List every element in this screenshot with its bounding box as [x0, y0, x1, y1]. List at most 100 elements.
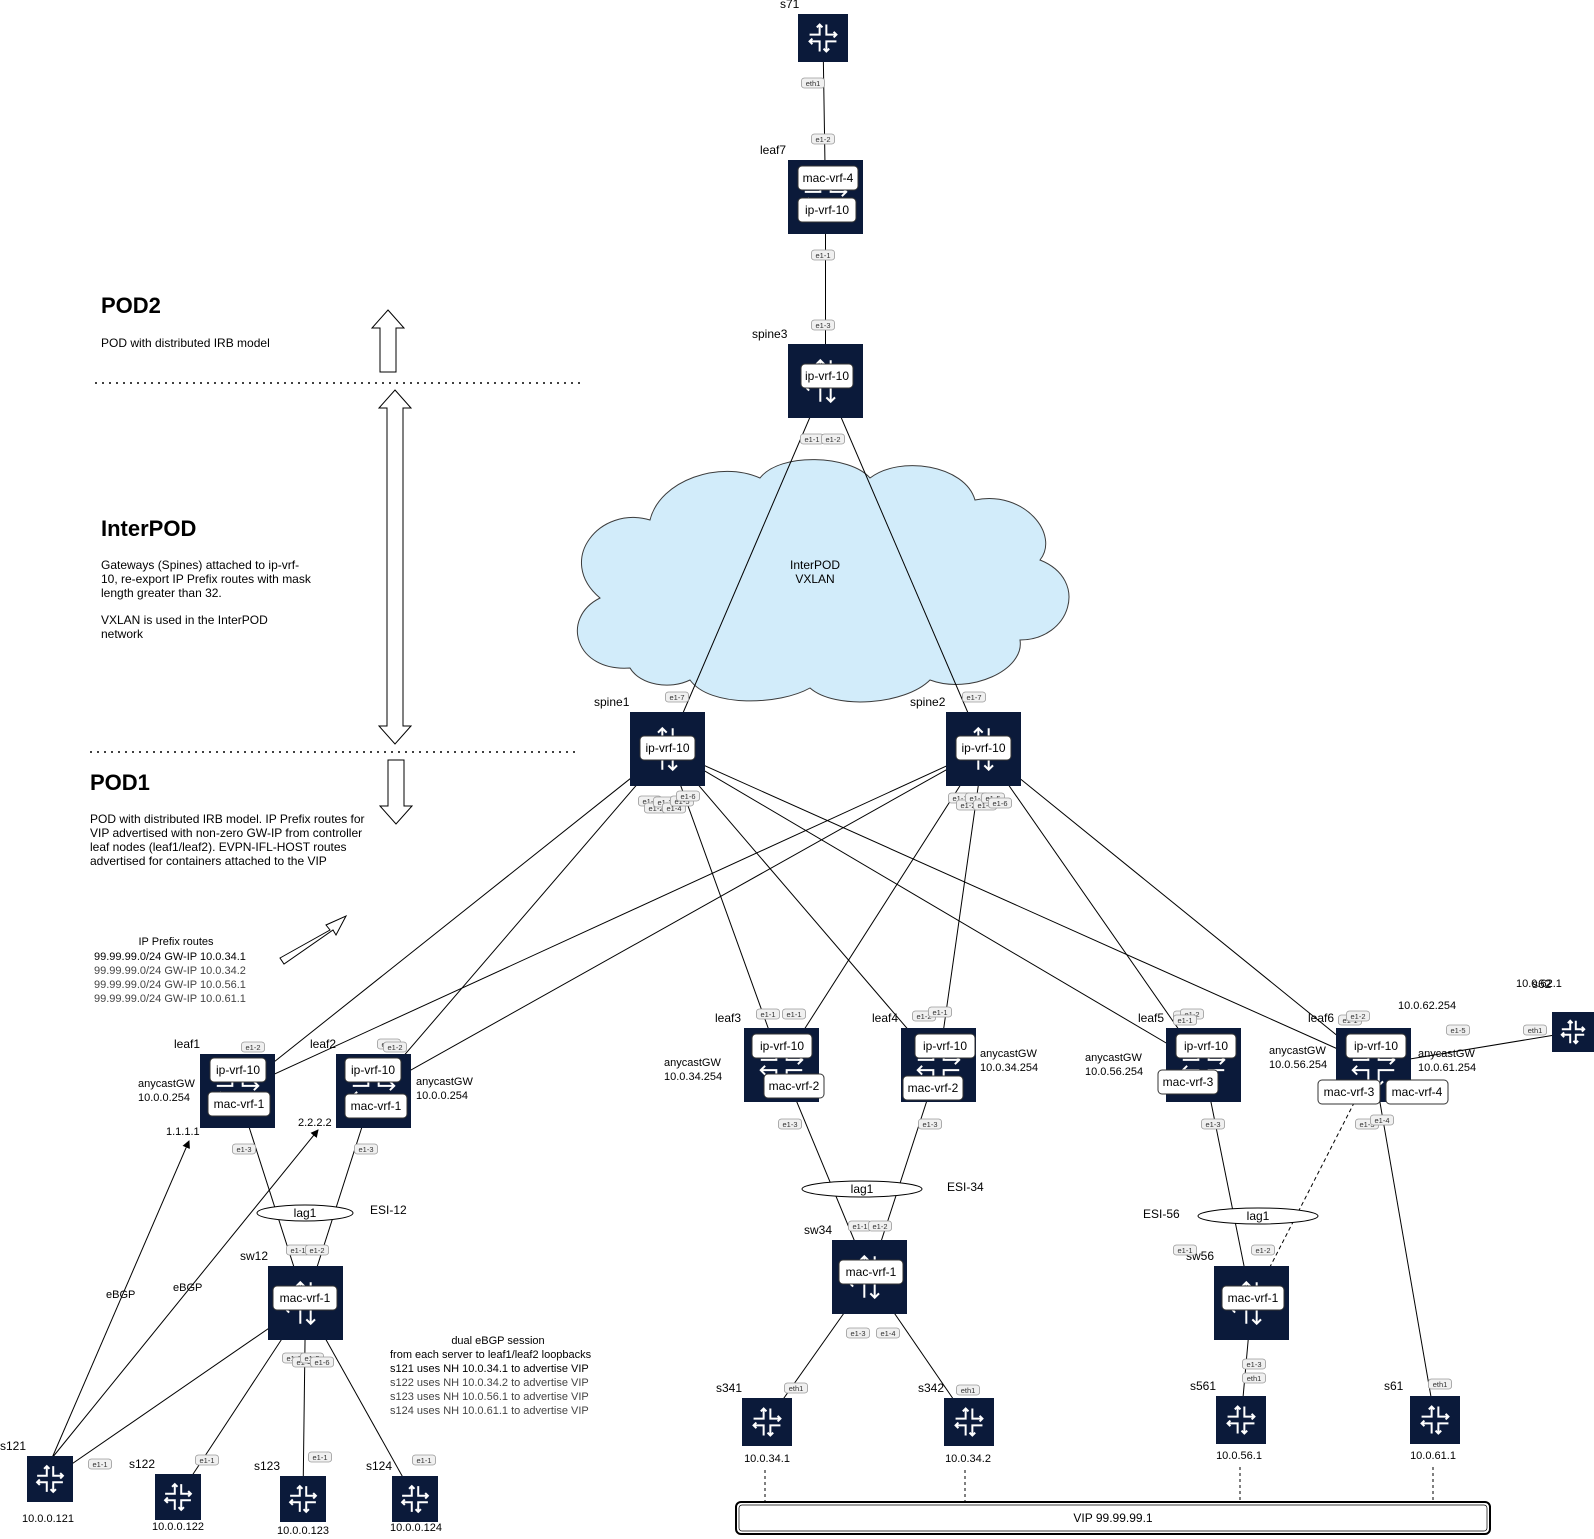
node-box [1410, 1396, 1460, 1444]
anycast-label: anycastGW [138, 1078, 195, 1090]
anycast-ip: 10.0.56.254 [1269, 1059, 1327, 1071]
switch-icon [400, 1484, 430, 1514]
port-label: e1-3 [1201, 1118, 1226, 1130]
link-leaf5-sw56 [1203, 1064, 1252, 1304]
pod1-desc-line: POD with distributed IRB model. IP Prefi… [90, 812, 365, 826]
svg-text:e1-2: e1-2 [1184, 1010, 1199, 1019]
port-label: e1-3 [1242, 1358, 1267, 1370]
svg-text:e1-6: e1-6 [680, 792, 695, 801]
node-s123[interactable]: s123 [254, 1459, 326, 1522]
node-name: spine3 [752, 327, 788, 341]
ebgp-label: eBGP [173, 1282, 202, 1294]
svg-text:e1-2: e1-2 [245, 1043, 260, 1052]
up-arrow [370, 309, 406, 373]
anycast-label: anycastGW [1269, 1045, 1326, 1057]
port-label: e1-3 [811, 319, 836, 331]
link-leaf6-sw56 [1251, 1064, 1374, 1304]
node-s342[interactable]: s342 [918, 1381, 994, 1446]
vrf-badge [1345, 1033, 1407, 1059]
lag-label: lag1 [851, 1182, 874, 1196]
anycast-ip: 10.0.34.254 [980, 1062, 1038, 1074]
vrf-badge-label: ip-vrf-10 [645, 741, 689, 755]
ebgp-note-line: from each server to leaf1/leaf2 loopback… [390, 1349, 592, 1361]
port-label: e1-2 [1346, 1010, 1371, 1022]
anycast-ip: 10.0.61.254 [1418, 1062, 1476, 1074]
host-ip: 10.0.56.1 [1216, 1450, 1262, 1462]
svg-text:e1-6: e1-6 [992, 799, 1007, 808]
svg-text:e1-1: e1-1 [952, 794, 967, 803]
vrf-badge [955, 735, 1012, 761]
node-name: leaf7 [760, 143, 786, 157]
node-name: leaf6 [1308, 1011, 1334, 1025]
node-s71[interactable]: s71 [780, 0, 848, 62]
link-spine2-leaf5 [983, 748, 1204, 1066]
vrf-badge-label: mac-vrf-1 [351, 1099, 402, 1113]
svg-text:e1-4: e1-4 [666, 804, 681, 813]
node-s122[interactable]: s122 [129, 1457, 201, 1520]
lag-label: lag1 [294, 1206, 317, 1220]
vrf-badge [272, 1285, 338, 1311]
pod2-desc-line: POD with distributed IRB model [101, 336, 270, 350]
svg-text:e1-1: e1-1 [932, 1008, 947, 1017]
node-s62[interactable]: s62 [1532, 977, 1594, 1052]
host-ip: 10.0.0.121 [22, 1513, 74, 1525]
diagonal-arrow [279, 914, 348, 965]
node-s121[interactable]: s121 [0, 1439, 73, 1502]
svg-text:eth1: eth1 [789, 1384, 804, 1393]
port-label: e1-3 [353, 1143, 378, 1155]
link-ip: 10.0.62.254 [1398, 1000, 1456, 1012]
svg-text:e1-3: e1-3 [1359, 1120, 1374, 1129]
port-label: e1-6 [676, 790, 701, 802]
port-label: e1-1 [1173, 1244, 1198, 1256]
lag-label: lag1 [1247, 1209, 1270, 1223]
svg-text:e1-3: e1-3 [969, 794, 984, 803]
double-arrow [377, 389, 413, 745]
port-label: e1-2 [811, 133, 836, 145]
svg-text:e1-3: e1-3 [236, 1145, 251, 1154]
ebgp-arrow-leaf1 [51, 1140, 190, 1459]
port-label: eth1 [784, 1382, 809, 1394]
cloud-label: VXLAN [795, 572, 834, 586]
svg-text:eth1: eth1 [961, 1386, 976, 1395]
cloud-label: InterPOD [790, 558, 840, 572]
node-name: s61 [1384, 1379, 1404, 1393]
svg-text:e1-2: e1-2 [960, 801, 975, 810]
port-label: e1-2 [240, 1041, 265, 1053]
vrf-badge [1317, 1079, 1381, 1105]
esi-label: ESI-34 [947, 1180, 984, 1194]
svg-text:e1-5: e1-5 [674, 797, 689, 806]
node-s61[interactable]: s61 [1384, 1379, 1460, 1444]
anycast-label: anycastGW [664, 1057, 721, 1069]
node-s341[interactable]: s341 [716, 1381, 792, 1446]
node-s124[interactable]: s124 [366, 1459, 438, 1522]
node-box [798, 14, 848, 62]
vrf-badge [797, 197, 857, 223]
svg-text:eth1: eth1 [1247, 1374, 1262, 1383]
pod1-title: POD1 [90, 770, 150, 795]
switch-icon [752, 1407, 782, 1437]
node-name: leaf3 [715, 1011, 741, 1025]
link-spine2-leaf6 [983, 748, 1374, 1066]
port-label: e1-5 [1446, 1024, 1471, 1036]
ip-prefix-note-line: IP Prefix routes [139, 936, 214, 948]
svg-text:e1-3: e1-3 [815, 321, 830, 330]
node-s561[interactable]: s561 [1190, 1379, 1266, 1444]
link-sw12-s121 [49, 1302, 306, 1480]
vrf-badge [344, 1093, 408, 1119]
node-name: leaf1 [174, 1037, 200, 1051]
anycast-ip: 10.0.0.254 [416, 1090, 468, 1102]
node-name: s124 [366, 1459, 392, 1473]
